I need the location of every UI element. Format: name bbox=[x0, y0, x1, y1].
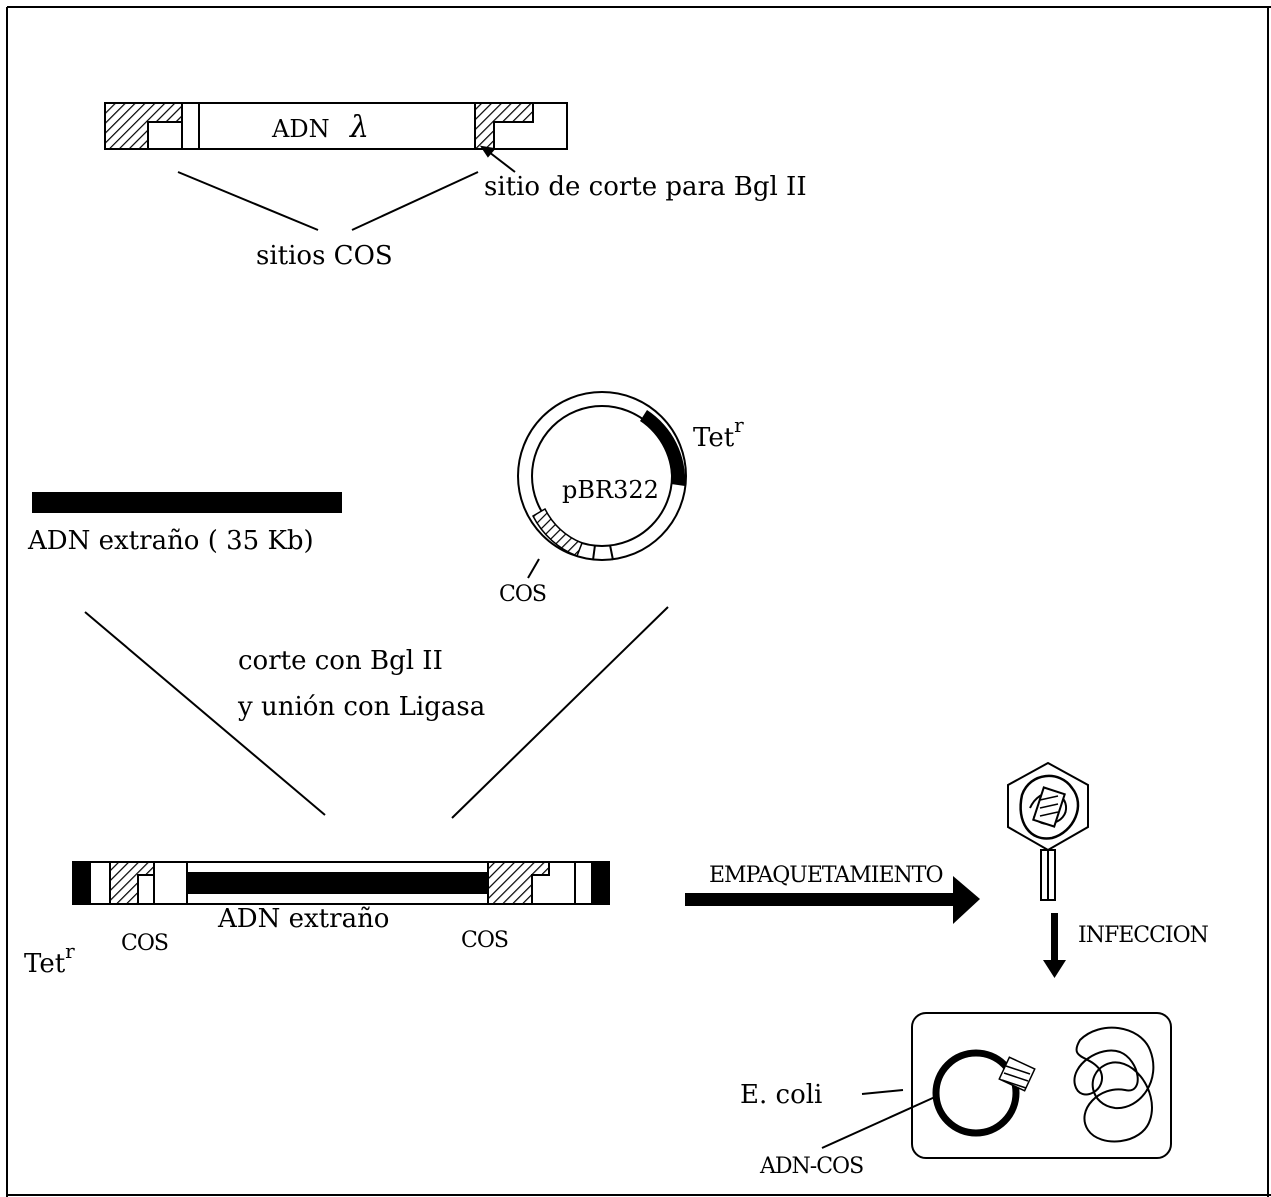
cosmid-foreign-insert bbox=[187, 872, 488, 894]
tet-resistance-gene bbox=[640, 410, 685, 486]
foreign-dna-label: ADN extraño ( 35 Kb) bbox=[27, 526, 314, 556]
plasmid-cos-label: COS bbox=[499, 582, 546, 607]
step-line-2: y unión con Ligasa bbox=[237, 692, 485, 722]
lambda-dna-label: ADN bbox=[271, 115, 330, 143]
ecoli-cell bbox=[912, 1013, 1171, 1158]
cosmid-cos-right-label: COS bbox=[461, 928, 508, 953]
cos-sites-pointer-lines bbox=[178, 172, 478, 230]
adn-cos-label: ADN-COS bbox=[759, 1154, 863, 1179]
recombinant-cosmid bbox=[73, 862, 609, 904]
step-line-1: corte con Bgl II bbox=[238, 646, 443, 676]
plasmid-cos-pointer bbox=[528, 559, 539, 578]
pbr322-plasmid: pBR322 bbox=[518, 392, 686, 560]
cosmid-insert-label: ADN extraño bbox=[217, 904, 389, 934]
cosmid-tet-label: Tetr bbox=[24, 939, 75, 979]
infection-arrow bbox=[1043, 913, 1066, 978]
ecoli-pointer bbox=[862, 1090, 903, 1094]
cosmid-tet-left bbox=[73, 862, 91, 904]
lambda-dna-fragment: ADN λ bbox=[105, 103, 567, 149]
cosmid-cos-left-label: COS bbox=[121, 931, 168, 956]
phage-particle-icon bbox=[1008, 763, 1088, 900]
plasmid-tet-label: Tetr bbox=[693, 413, 744, 453]
plasmid-name: pBR322 bbox=[562, 476, 659, 504]
cut-site-label: sitio de corte para Bgl II bbox=[484, 172, 807, 202]
lambda-symbol: λ bbox=[349, 110, 369, 145]
ecoli-label: E. coli bbox=[740, 1080, 822, 1110]
cos-sites-label: sitios COS bbox=[256, 241, 393, 271]
cosmid-tet-right bbox=[591, 862, 609, 904]
packaging-label: EMPAQUETAMIENTO bbox=[709, 863, 943, 888]
foreign-dna-bar bbox=[32, 492, 342, 513]
cut-site-arrow bbox=[482, 147, 515, 172]
infection-label: INFECCION bbox=[1078, 923, 1209, 948]
